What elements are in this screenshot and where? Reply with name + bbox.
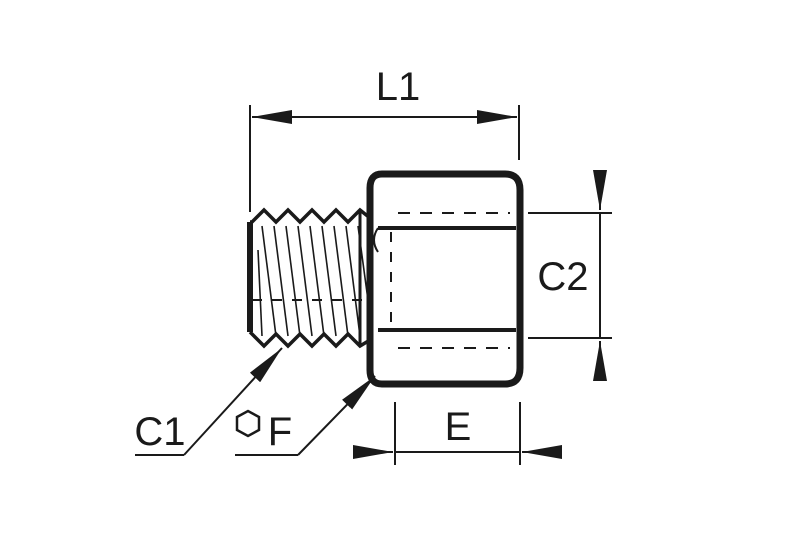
c1-leader: C1 — [134, 347, 283, 456]
l1-label: L1 — [376, 65, 421, 109]
c2-label: C2 — [537, 255, 588, 299]
thread-flanks — [257, 225, 369, 337]
f-leader: F — [235, 375, 376, 456]
e-label: E — [445, 405, 472, 449]
c1-label: C1 — [134, 410, 185, 454]
e-dimension: E — [353, 405, 562, 459]
f-label: F — [268, 410, 292, 454]
extension-lines — [249, 105, 612, 465]
l1-dimension: L1 — [252, 65, 517, 124]
male-thread — [247, 207, 372, 349]
hex-body — [366, 170, 524, 388]
hexagon-icon — [235, 409, 261, 438]
c2-dimension: C2 — [537, 170, 607, 381]
